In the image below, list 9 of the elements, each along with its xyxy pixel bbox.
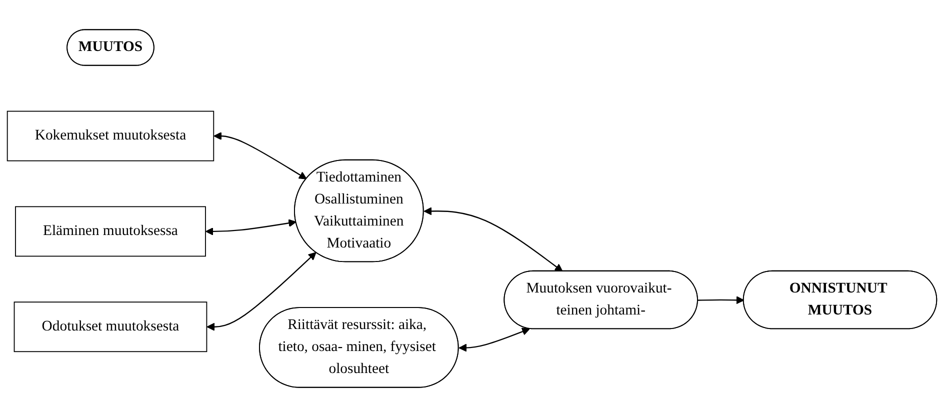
arrow: [205, 219, 296, 236]
arrow: [698, 296, 744, 304]
arrow: [424, 207, 563, 272]
node-box: Eläminen muutoksessa: [15, 206, 206, 257]
node-box: Kokemukset muutoksesta: [6, 110, 214, 162]
arrow: [214, 132, 307, 180]
node-box: Odotukset muutoksesta: [14, 302, 208, 352]
arrow: [458, 328, 530, 352]
arrow: [206, 252, 316, 331]
